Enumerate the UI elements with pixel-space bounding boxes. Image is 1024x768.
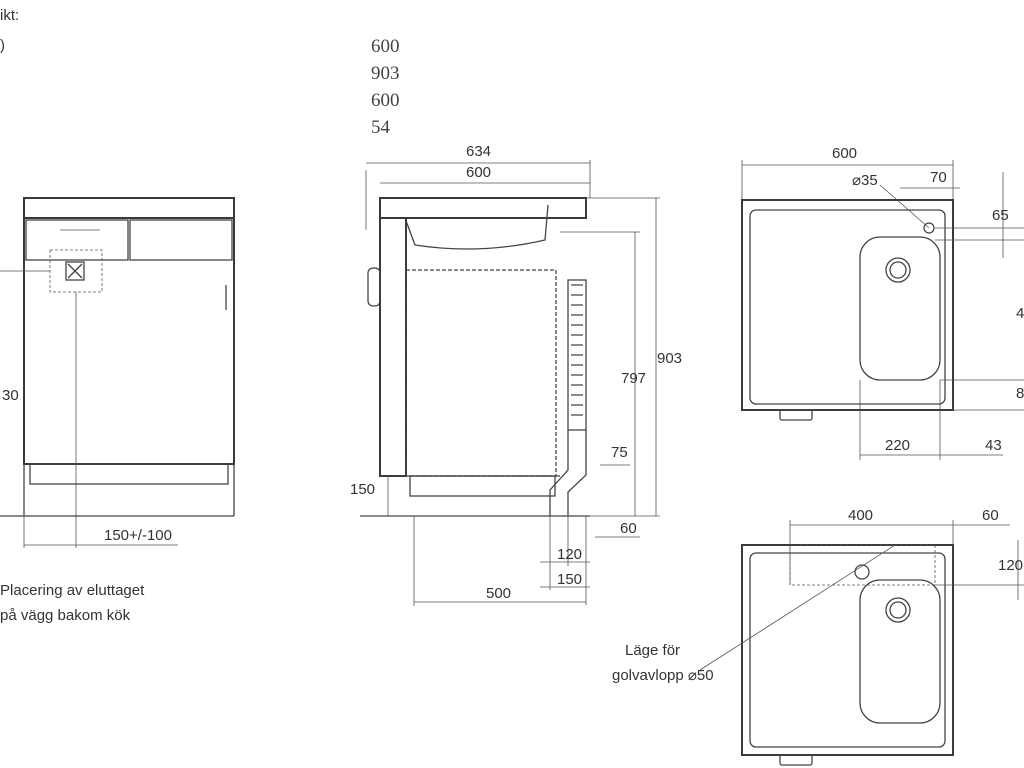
- side-width-outer: 634: [466, 143, 491, 160]
- socket-offset-dim: 150+/-100: [104, 527, 172, 544]
- drain-note-line2: golvavlopp ⌀50: [612, 667, 714, 684]
- front-height-dim: 30: [2, 387, 19, 404]
- tap-hole-icon: [923, 222, 935, 234]
- socket-icon: [65, 261, 85, 281]
- side-bottom-offset: 60: [620, 520, 637, 537]
- drain-right-offset: 60: [982, 507, 999, 524]
- side-view: 634 600 903 797 75 60 150 120 150: [350, 143, 682, 606]
- side-width-inner: 600: [466, 164, 491, 181]
- side-depth: 500: [486, 585, 511, 602]
- header-label-fragment: ikt:: [0, 7, 19, 24]
- basin-left-dim: 220: [885, 437, 910, 454]
- socket-note-line1: Placering av eluttaget: [0, 582, 145, 599]
- side-height-inner: 797: [621, 370, 646, 387]
- side-drain-width: 120: [557, 546, 582, 563]
- drain-note-line1: Läge för: [625, 642, 680, 659]
- drain-front-offset: 120: [998, 557, 1023, 574]
- side-height-total: 903: [657, 350, 682, 367]
- side-drain-outer: 150: [557, 571, 582, 588]
- floor-drain-icon: [854, 564, 870, 580]
- basin-right-dim: 43: [985, 437, 1002, 454]
- tap-offset-x: 70: [930, 169, 947, 186]
- tap-hole-dim: ⌀35: [852, 172, 878, 189]
- side-drain-height: 75: [611, 444, 628, 461]
- basin-depth-partial: 4: [1016, 305, 1024, 322]
- front-view: 30 150+/-100 Placering av eluttaget på v…: [0, 197, 235, 624]
- spec-weight: 54: [371, 117, 391, 138]
- top-width: 600: [832, 145, 857, 162]
- drain-width: 400: [848, 507, 873, 524]
- top-view: 600 ⌀35 70 65 4 8 220 43: [741, 145, 1024, 460]
- spec-width: 600: [371, 36, 400, 57]
- tap-offset-y: 65: [992, 207, 1009, 224]
- header-paren-fragment: ): [0, 37, 5, 54]
- socket-note-line2: på vägg bakom kök: [0, 607, 131, 624]
- spec-height: 903: [371, 63, 400, 84]
- floor-drain-view: 400 60 120 Läge för golvavlopp ⌀50: [612, 507, 1024, 766]
- spec-depth: 600: [371, 90, 400, 111]
- side-plinth: 150: [350, 481, 375, 498]
- bottom-partial: 8: [1016, 385, 1024, 402]
